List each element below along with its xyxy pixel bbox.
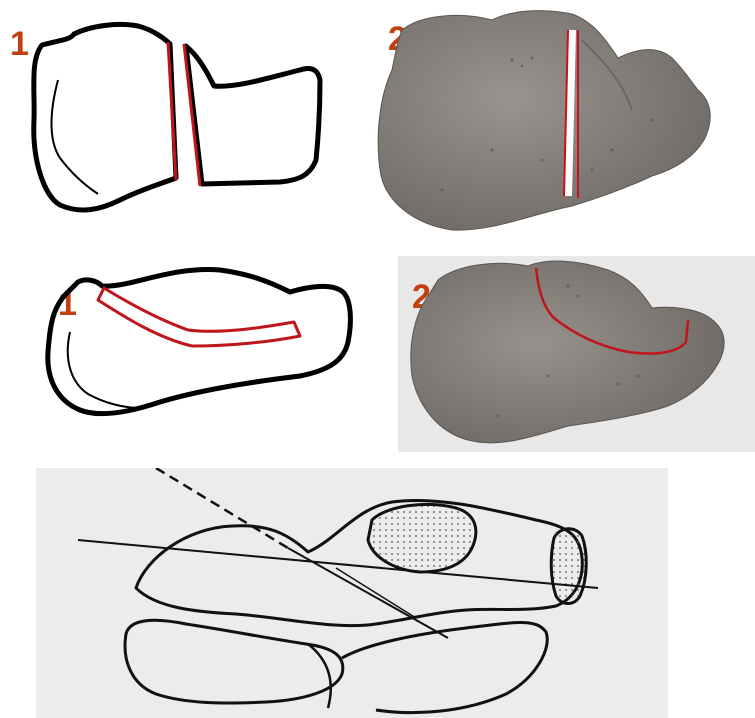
dashed-axis-line [156,468,288,548]
horizontal-axis-line [78,540,598,588]
schematic-line-drawing [36,468,668,718]
bone-body [378,11,710,231]
bone-outline-curved [30,262,375,447]
bone-outline-left [34,24,176,210]
bone-outline-vertical [0,0,340,240]
outline-drawing-vertical-cut: 1 [0,0,340,240]
cut-line-white [568,30,572,196]
lower-bone-outline [125,620,343,703]
bone-outline-body [48,270,351,414]
inner-contour [52,80,99,194]
distal-facet [551,529,586,604]
bone-body [411,261,724,443]
outline-drawing-curved-cut: 1 [30,262,375,447]
bone-photo-vertical-cut: 2 [372,0,755,240]
fracture-line [308,644,331,708]
articular-facet [368,504,476,572]
bone-photo-illustration [372,0,755,240]
inner-contour [68,332,140,408]
bone-outline-right [186,46,320,184]
bone-photo-curved-cut: 2 [398,256,755,452]
cut-line-b [184,44,200,186]
schematic-illustration [36,468,668,718]
second-oblique-line [336,568,416,618]
upper-bone-outline [136,500,582,625]
cut-line-curved-a [98,288,300,346]
bone-photo-illustration-2 [398,256,755,452]
